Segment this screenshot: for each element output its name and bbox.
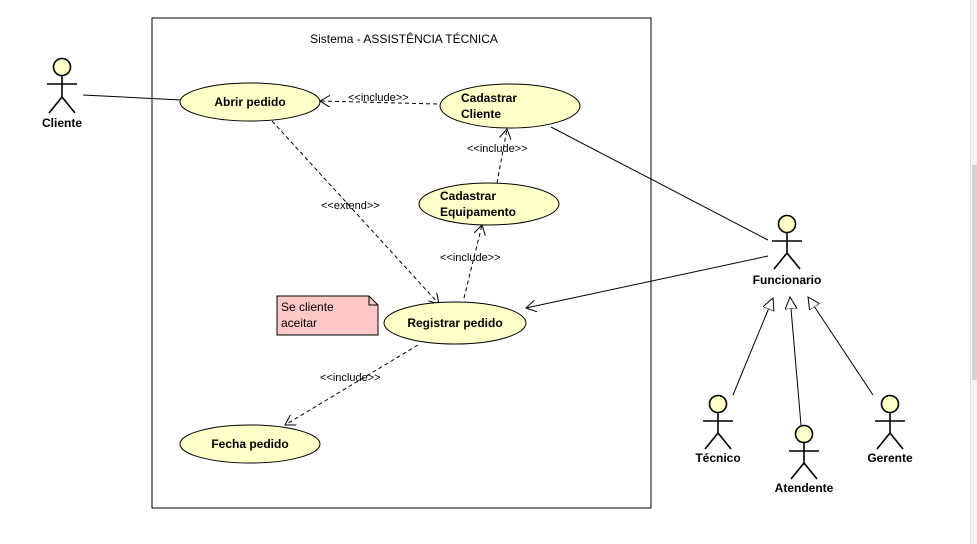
note-line-1: Se cliente <box>281 300 334 314</box>
use-case-cadastrar-cliente[interactable]: Cadastrar Cliente <box>439 83 581 129</box>
use-case-cadastrar-equipamento-label-1: Cadastrar <box>440 189 496 203</box>
use-case-abrir-pedido-label: Abrir pedido <box>214 95 285 109</box>
use-case-registrar-pedido[interactable]: Registrar pedido <box>383 301 527 345</box>
include-label-1: <<include>> <box>348 92 409 104</box>
actor-cliente-label: Cliente <box>42 116 82 130</box>
extend-abrir-to-registrar[interactable] <box>271 120 439 304</box>
include-label-2: <<include>> <box>467 143 528 155</box>
use-case-cadastrar-cliente-label-2: Cliente <box>461 107 501 121</box>
extend-label: <<extend>> <box>321 200 380 212</box>
generalization-tecnico-funcionario[interactable] <box>732 298 773 396</box>
use-case-abrir-pedido[interactable]: Abrir pedido <box>179 82 321 122</box>
use-case-fecha-pedido-label: Fecha pedido <box>211 437 288 451</box>
include-label-4: <<include>> <box>320 372 381 384</box>
system-title: Sistema - ASSISTÊNCIA TÉCNICA <box>310 31 498 46</box>
actor-tecnico[interactable]: Técnico <box>695 394 741 466</box>
use-case-registrar-pedido-label: Registrar pedido <box>407 316 502 330</box>
actor-atendente[interactable]: Atendente <box>775 424 834 496</box>
generalization-gerente-funcionario[interactable] <box>808 297 874 396</box>
actor-funcionario-label: Funcionario <box>753 273 822 287</box>
include-registrar-to-fecha[interactable] <box>285 344 419 425</box>
association-funcionario-cadastrar-cliente[interactable] <box>550 126 769 241</box>
scrollbar-thumb[interactable] <box>972 165 977 380</box>
actor-cliente[interactable]: Cliente <box>42 57 82 131</box>
use-case-cadastrar-equipamento[interactable]: Cadastrar Equipamento <box>418 182 560 226</box>
use-case-cadastrar-equipamento-label-2: Equipamento <box>440 205 516 219</box>
include-cadastrar-cliente-to-abrir[interactable] <box>320 101 438 104</box>
include-registrar-to-equipamento[interactable] <box>463 225 482 299</box>
generalization-atendente-funcionario[interactable] <box>790 297 802 426</box>
note-line-2: aceitar <box>281 316 317 330</box>
note-se-cliente-aceitar[interactable]: Se cliente aceitar <box>276 295 379 336</box>
include-equipamento-to-cadastrar-cliente[interactable] <box>496 129 507 184</box>
actor-gerente[interactable]: Gerente <box>867 394 913 466</box>
include-label-3: <<include>> <box>440 252 501 264</box>
actor-tecnico-label: Técnico <box>695 451 740 465</box>
association-cliente-abrir[interactable] <box>82 94 182 101</box>
use-case-cadastrar-cliente-label-1: Cadastrar <box>461 91 517 105</box>
use-case-fecha-pedido[interactable]: Fecha pedido <box>179 424 321 464</box>
actor-funcionario[interactable]: Funcionario <box>753 214 822 288</box>
vertical-scrollbar[interactable] <box>970 0 977 544</box>
actor-atendente-label: Atendente <box>775 481 834 495</box>
association-funcionario-registrar[interactable] <box>526 255 769 308</box>
actor-gerente-label: Gerente <box>867 451 913 465</box>
